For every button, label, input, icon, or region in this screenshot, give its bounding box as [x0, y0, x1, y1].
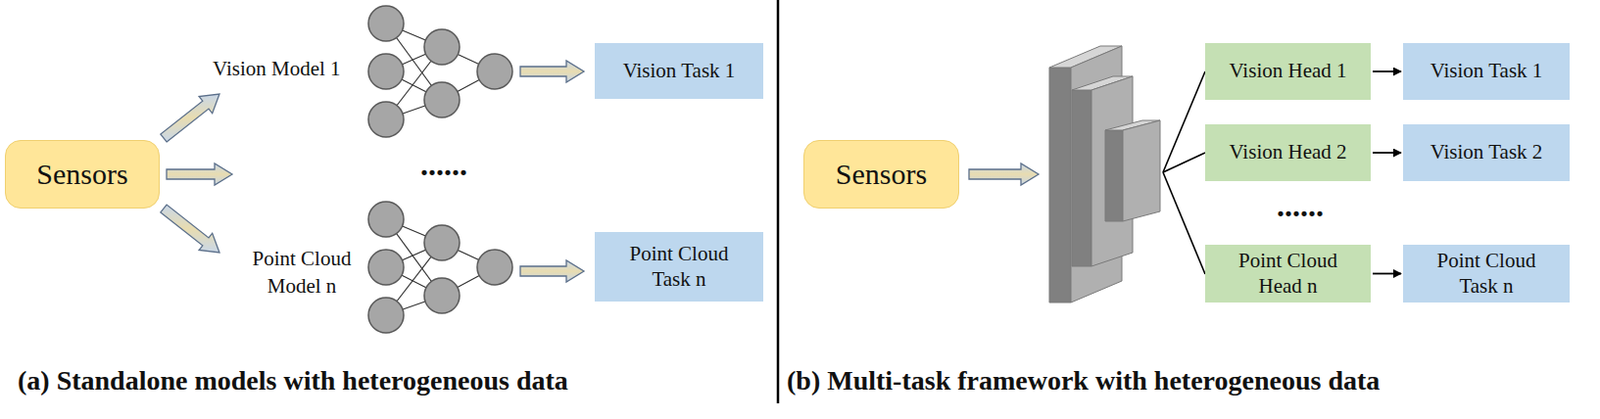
- node-text: Vision Task 1: [623, 58, 736, 84]
- node-text: Point Cloud Head n: [1230, 248, 1347, 298]
- neuron: [368, 201, 404, 238]
- backbone-slab: [1071, 90, 1092, 267]
- neuron: [477, 53, 513, 90]
- node-text: Sensors: [835, 156, 927, 193]
- backbone-slab: [1122, 120, 1161, 222]
- model-label: Point Cloud Model n: [242, 244, 362, 301]
- block-arrow: [160, 204, 220, 253]
- head-box: Point Cloud Head n: [1205, 244, 1371, 303]
- backbone-slab: [1105, 130, 1123, 222]
- node-text: Vision Task 1: [1430, 58, 1544, 84]
- task-box: Vision Task 2: [1403, 124, 1570, 182]
- neuron: [368, 53, 404, 90]
- panel-caption: (a) Standalone models with heterogeneous…: [17, 365, 773, 397]
- task-box: Point Cloud Task n: [1403, 244, 1570, 303]
- panel-caption: (b) Multi-task framework with heterogene…: [786, 365, 1596, 397]
- node-text: Point Cloud Task n: [1428, 248, 1545, 298]
- neuron: [368, 101, 404, 138]
- node-text: Vision Task 2: [1430, 140, 1544, 165]
- head-box: Vision Head 2: [1205, 124, 1371, 182]
- neuron: [424, 82, 460, 118]
- block-arrow: [160, 94, 220, 143]
- neuron: [368, 297, 404, 334]
- neuron: [368, 5, 404, 42]
- connector-arrow: [1372, 273, 1402, 276]
- task-box: Point Cloud Task n: [594, 232, 764, 302]
- block-arrow: [520, 60, 584, 83]
- neural-net: [368, 5, 513, 334]
- node-text: Vision Head 2: [1228, 140, 1347, 165]
- block-arrow: [166, 163, 233, 186]
- sensor-box: Sensors: [803, 140, 960, 209]
- task-box: Vision Task 1: [594, 43, 764, 99]
- neuron: [424, 29, 460, 65]
- node-text: Vision Head 1: [1228, 58, 1347, 84]
- backbone-slab: [1049, 67, 1071, 303]
- block-arrow: [520, 260, 584, 283]
- connector-arrow: [1372, 70, 1402, 73]
- neuron: [424, 278, 460, 314]
- node-text: Sensors: [36, 156, 128, 193]
- neuron: [368, 249, 404, 286]
- connector-arrow: [1372, 151, 1402, 154]
- divider-line: [776, 0, 780, 404]
- backbone-blocks: [1049, 46, 1161, 303]
- sensor-box: Sensors: [4, 140, 160, 209]
- block-arrow: [969, 163, 1039, 186]
- ellipsis: ......: [1260, 188, 1340, 225]
- neuron: [477, 249, 513, 286]
- head-box: Vision Head 1: [1205, 43, 1371, 100]
- neuron: [424, 225, 460, 261]
- ellipsis: ......: [404, 146, 484, 184]
- model-label: Vision Model 1: [212, 56, 360, 82]
- node-text: Point Cloud Task n: [621, 242, 737, 291]
- task-box: Vision Task 1: [1403, 43, 1570, 100]
- branch-lines: [1163, 71, 1206, 275]
